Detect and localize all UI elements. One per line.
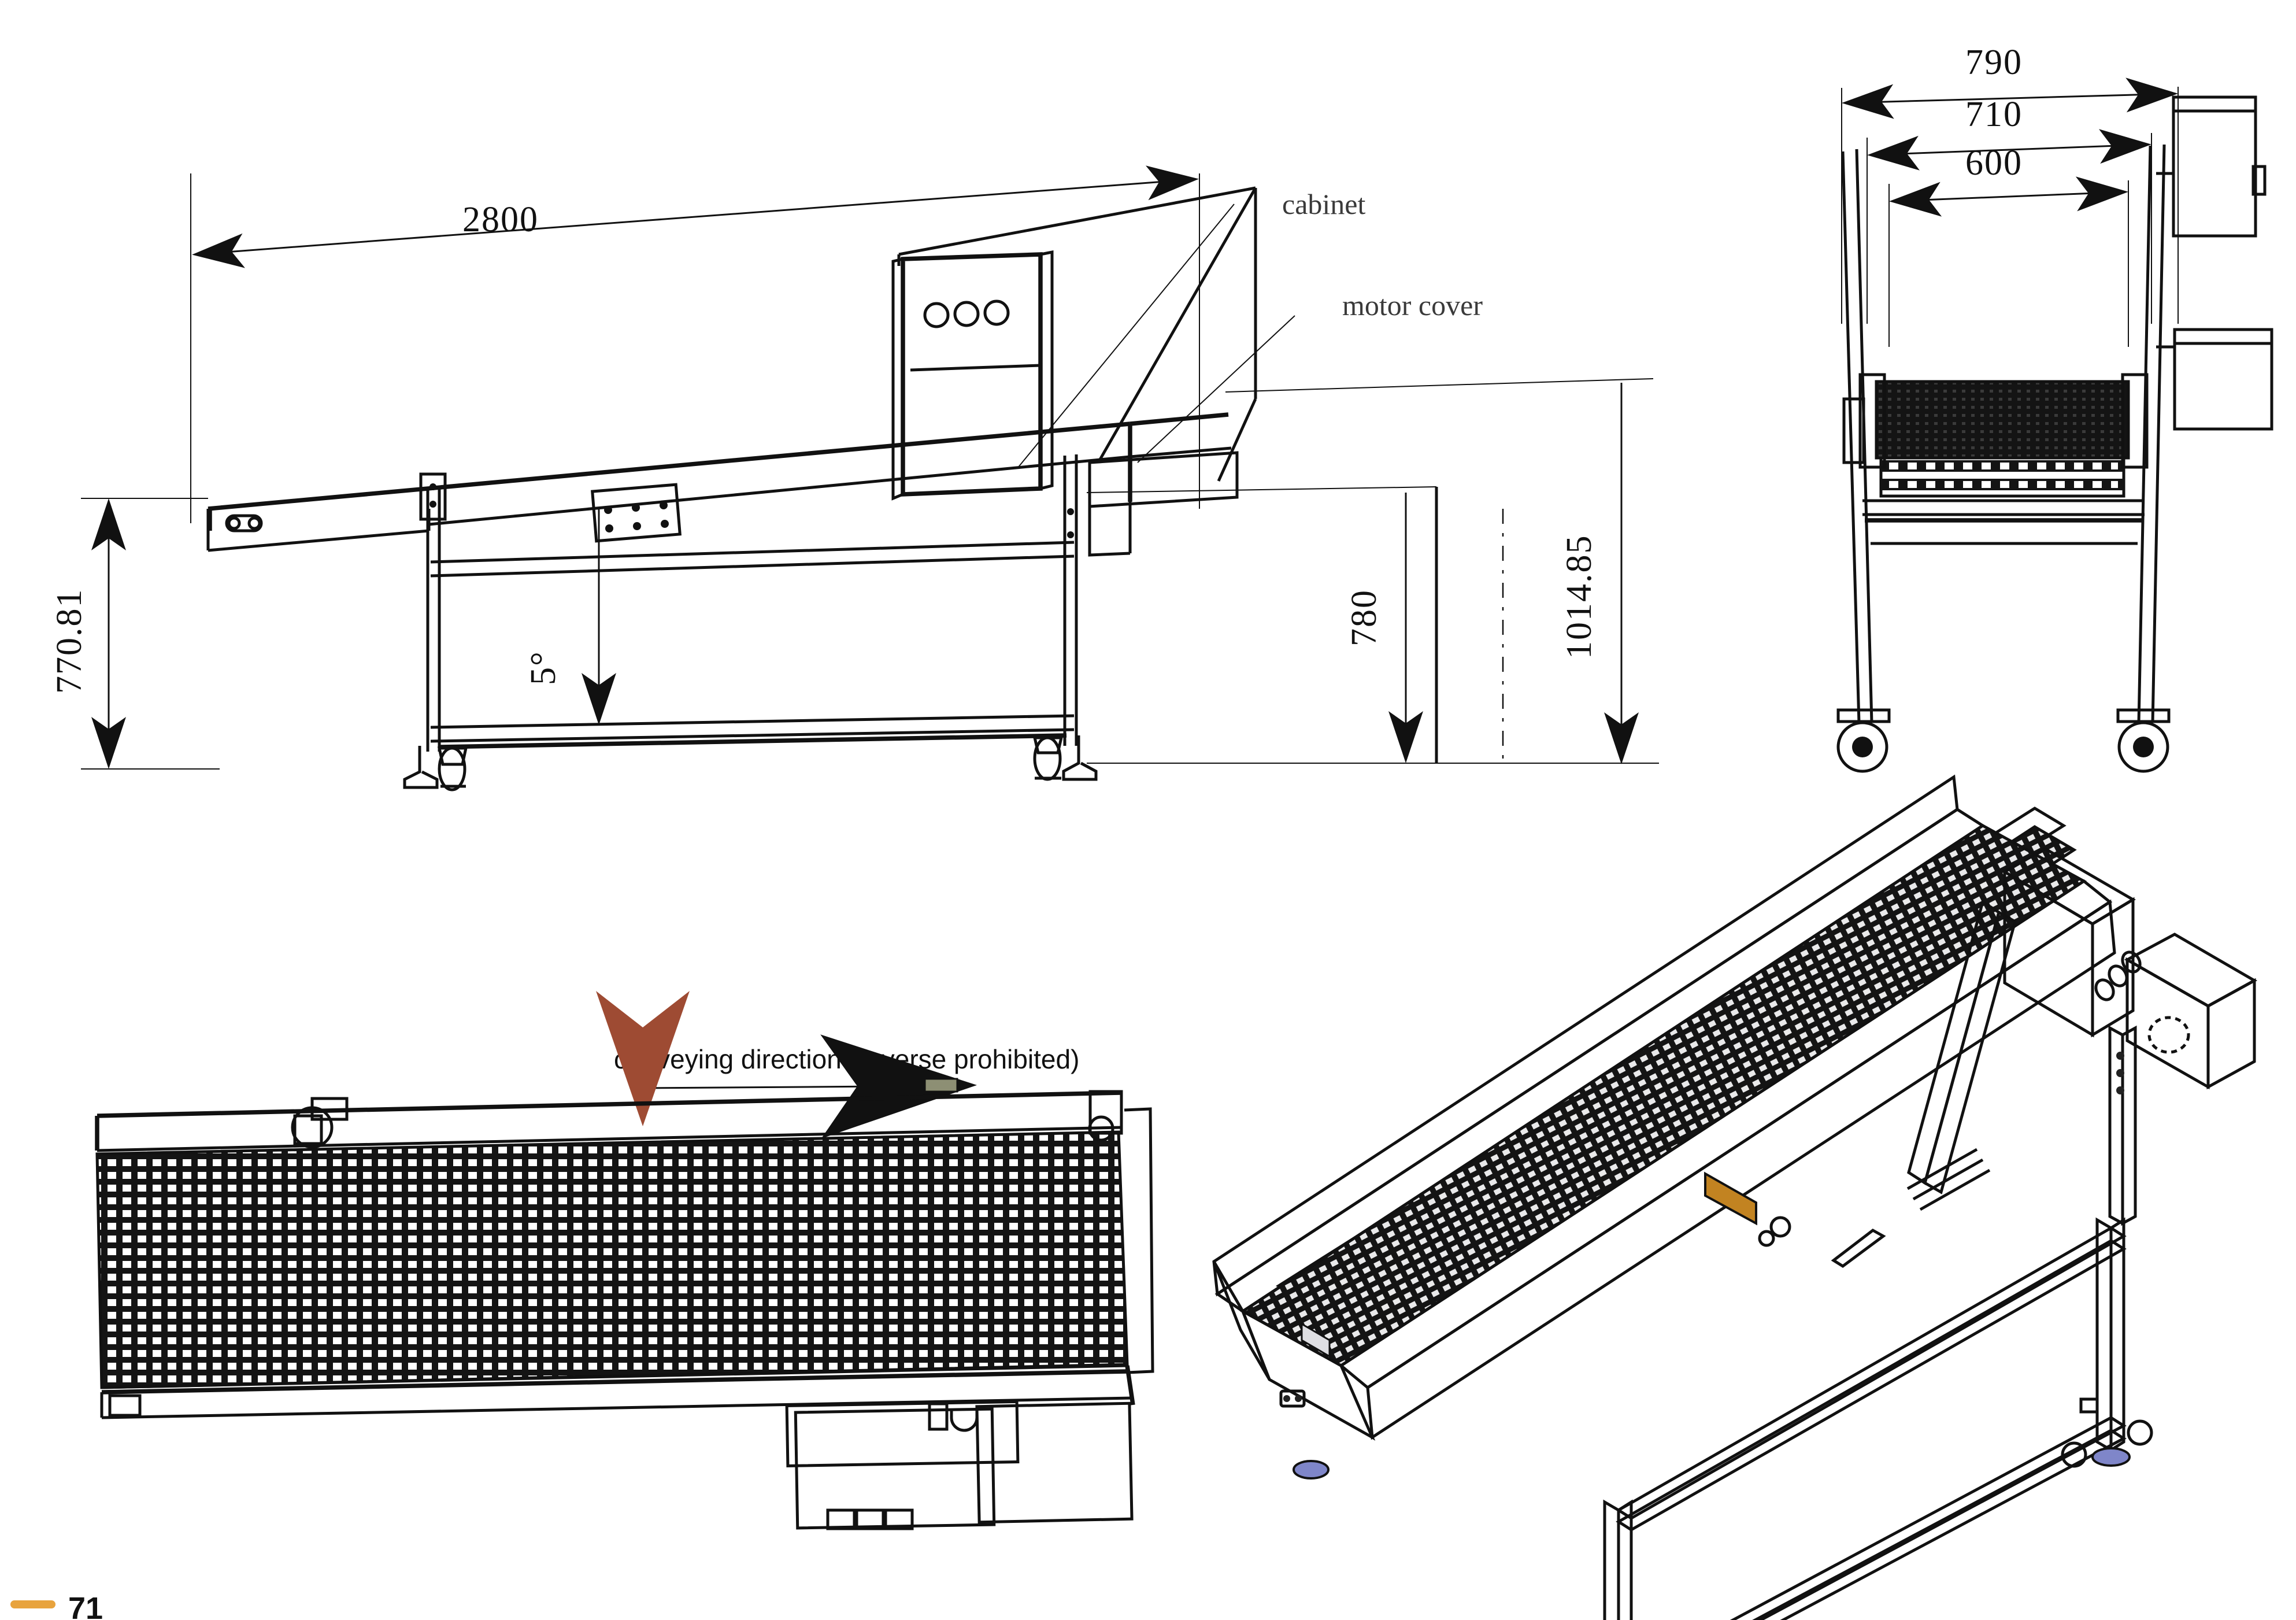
leader-motor-cover: motor cover — [1137, 289, 1483, 463]
frame-structure — [419, 454, 1078, 752]
dim-label-790: 790 — [1965, 43, 2023, 82]
side-elevation-view: 790 710 600 — [1836, 43, 2273, 773]
dim-label-2800: 2800 — [462, 200, 539, 239]
iso-mount-post — [2108, 1025, 2137, 1226]
dimension-angle-5: 5° — [524, 509, 616, 725]
iso-warning-label — [1704, 1171, 1757, 1226]
plan-cabinet-and-motor — [785, 1400, 1134, 1530]
page-number: 71 — [68, 1591, 103, 1620]
front-elevation-view: 2800 770.81 — [50, 165, 1659, 791]
dimension-height-780: 780 — [1086, 486, 1504, 764]
dim-label-710: 710 — [1965, 95, 2023, 134]
casters-and-feet — [403, 735, 1098, 791]
dim-label-770-81: 770.81 — [50, 589, 89, 694]
footer-orange-bar — [10, 1600, 55, 1608]
cabinet-buttons[interactable] — [923, 299, 1010, 328]
caster-left — [1836, 708, 1891, 773]
dim-label-angle-5: 5° — [524, 650, 563, 685]
caster-right — [2116, 708, 2171, 773]
iso-cabinet-button-1[interactable] — [2093, 977, 2117, 1003]
iso-motor-cover — [2124, 933, 2258, 1090]
belt-section — [1876, 382, 2128, 458]
mounting-plate — [591, 483, 682, 543]
motor-cover-box-side — [2173, 328, 2273, 431]
iso-cabinet-button-2[interactable] — [2106, 963, 2130, 989]
motor-cover-plate — [897, 186, 1257, 557]
page-footer: 71 — [10, 1591, 103, 1620]
cabinet-button-3[interactable] — [983, 299, 1010, 326]
plan-view: conveying direction (reverse prohibited) — [95, 991, 1154, 1530]
dimension-height-1014-85: 1014.85 — [1225, 378, 1659, 764]
dimension-width-600: 600 — [1888, 143, 2129, 347]
conveying-direction-note: conveying direction (reverse prohibited) — [596, 991, 1079, 1139]
dimension-length-2800: 2800 — [190, 165, 1200, 523]
dim-label-600: 600 — [1965, 143, 2023, 183]
cabinet — [891, 250, 1054, 501]
leader-label-cabinet: cabinet — [1282, 188, 1365, 220]
leader-cabinet: cabinet — [1017, 188, 1365, 469]
mesh-belt — [97, 1132, 1127, 1388]
iso-cabinet — [1907, 847, 2143, 1194]
conveying-direction-label: conveying direction (reverse prohibited) — [614, 1044, 1079, 1074]
cabinet-box-side — [2172, 95, 2267, 238]
iso-caster-tail — [1293, 1460, 1330, 1480]
iso-caster-rear — [2091, 1447, 2131, 1467]
cabinet-button-1[interactable] — [923, 302, 950, 328]
tail-adjust-slot — [225, 514, 263, 532]
iso-support-frame — [1603, 1148, 2127, 1620]
iso-cabinet-buttons[interactable] — [2093, 949, 2143, 1003]
cabinet-button-2[interactable] — [953, 301, 980, 327]
iso-casters — [1293, 1397, 2153, 1480]
dimension-height-770-81: 770.81 — [50, 498, 220, 770]
dim-label-780: 780 — [1345, 589, 1384, 646]
plan-cabinet-buttons — [826, 1508, 914, 1530]
dimension-width-790: 790 — [1841, 43, 2179, 324]
leader-label-motor-cover: motor cover — [1342, 289, 1483, 321]
dimension-width-710: 710 — [1867, 95, 2152, 324]
dim-label-1014-85: 1014.85 — [1560, 535, 1599, 660]
isometric-view — [1212, 774, 2258, 1620]
iso-cabinet-button-3[interactable] — [2119, 949, 2143, 975]
